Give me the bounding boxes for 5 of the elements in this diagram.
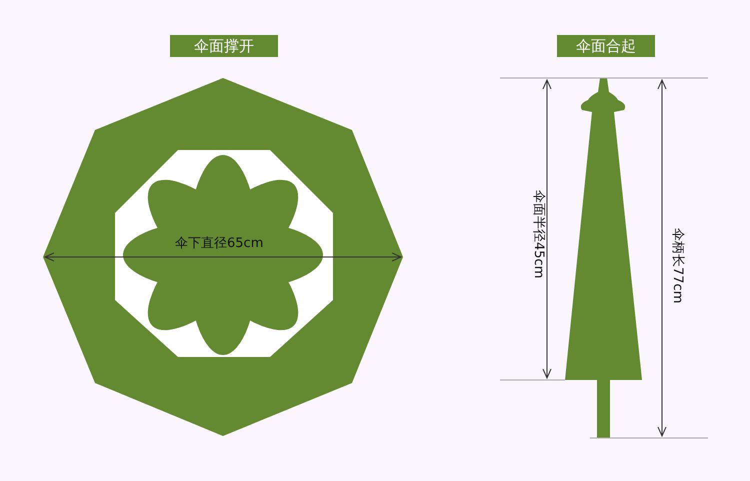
dimension-label: 伞下直径65cm — [175, 235, 264, 252]
heading-band: 伞面撑开 — [170, 35, 278, 57]
heading-band: 伞面合起 — [557, 35, 655, 57]
dimension-label: 伞面半径45cm — [530, 190, 546, 278]
dimension-label: 伞柄长77cm — [669, 228, 685, 304]
